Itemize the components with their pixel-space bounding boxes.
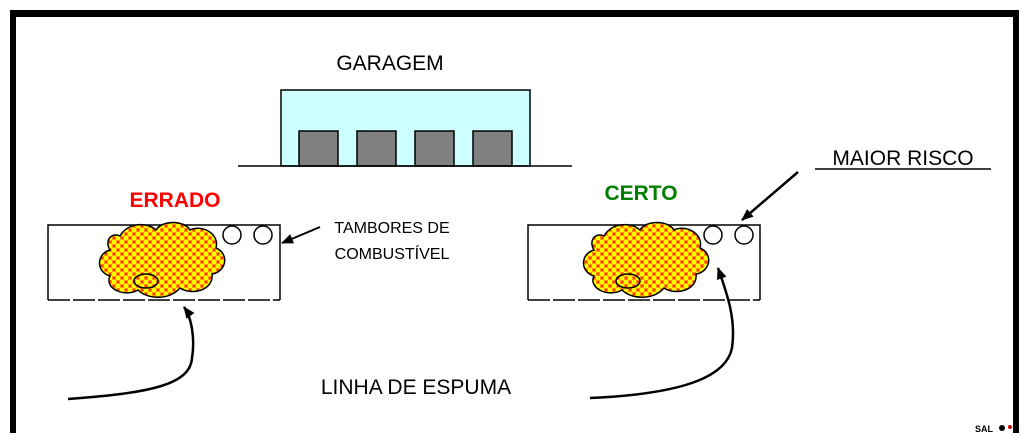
garage-door-1 xyxy=(298,130,339,167)
fire-puff-right xyxy=(615,273,641,289)
garage-door-3 xyxy=(414,130,455,167)
logo-text: SAL xyxy=(975,424,994,433)
certo-label: CERTO xyxy=(604,182,677,205)
logo-icon xyxy=(999,425,1012,431)
maior-risco-label: MAIOR RISCO xyxy=(832,147,973,170)
fire-puff-left xyxy=(133,273,159,289)
slide-frame xyxy=(10,10,1019,433)
garagem-label: GARAGEM xyxy=(336,52,443,75)
tambores-line1: TAMBORES DE xyxy=(334,220,449,237)
fuel-drum-3 xyxy=(703,225,723,245)
fuel-drum-2 xyxy=(253,225,273,245)
fire-cloud-right xyxy=(582,221,710,298)
garage-door-2 xyxy=(356,130,397,167)
fuel-drum-1 xyxy=(222,225,242,245)
garage-door-4 xyxy=(472,130,513,167)
errado-tank-area xyxy=(47,221,281,301)
foam-line-right xyxy=(589,267,735,400)
certo-tank-area xyxy=(527,221,761,301)
fuel-drum-4 xyxy=(734,225,754,245)
linha-espuma-label: LINHA DE ESPUMA xyxy=(321,376,511,399)
tambores-note: TAMBORES DE COMBUSTÍVEL xyxy=(281,220,450,263)
errado-label: ERRADO xyxy=(129,189,220,212)
tambores-line2: COMBUSTÍVEL xyxy=(335,244,450,263)
garage-building xyxy=(280,89,531,167)
foam-line-left xyxy=(67,306,195,401)
maior-risco-arrow xyxy=(741,171,799,221)
fire-cloud-left xyxy=(98,221,226,298)
